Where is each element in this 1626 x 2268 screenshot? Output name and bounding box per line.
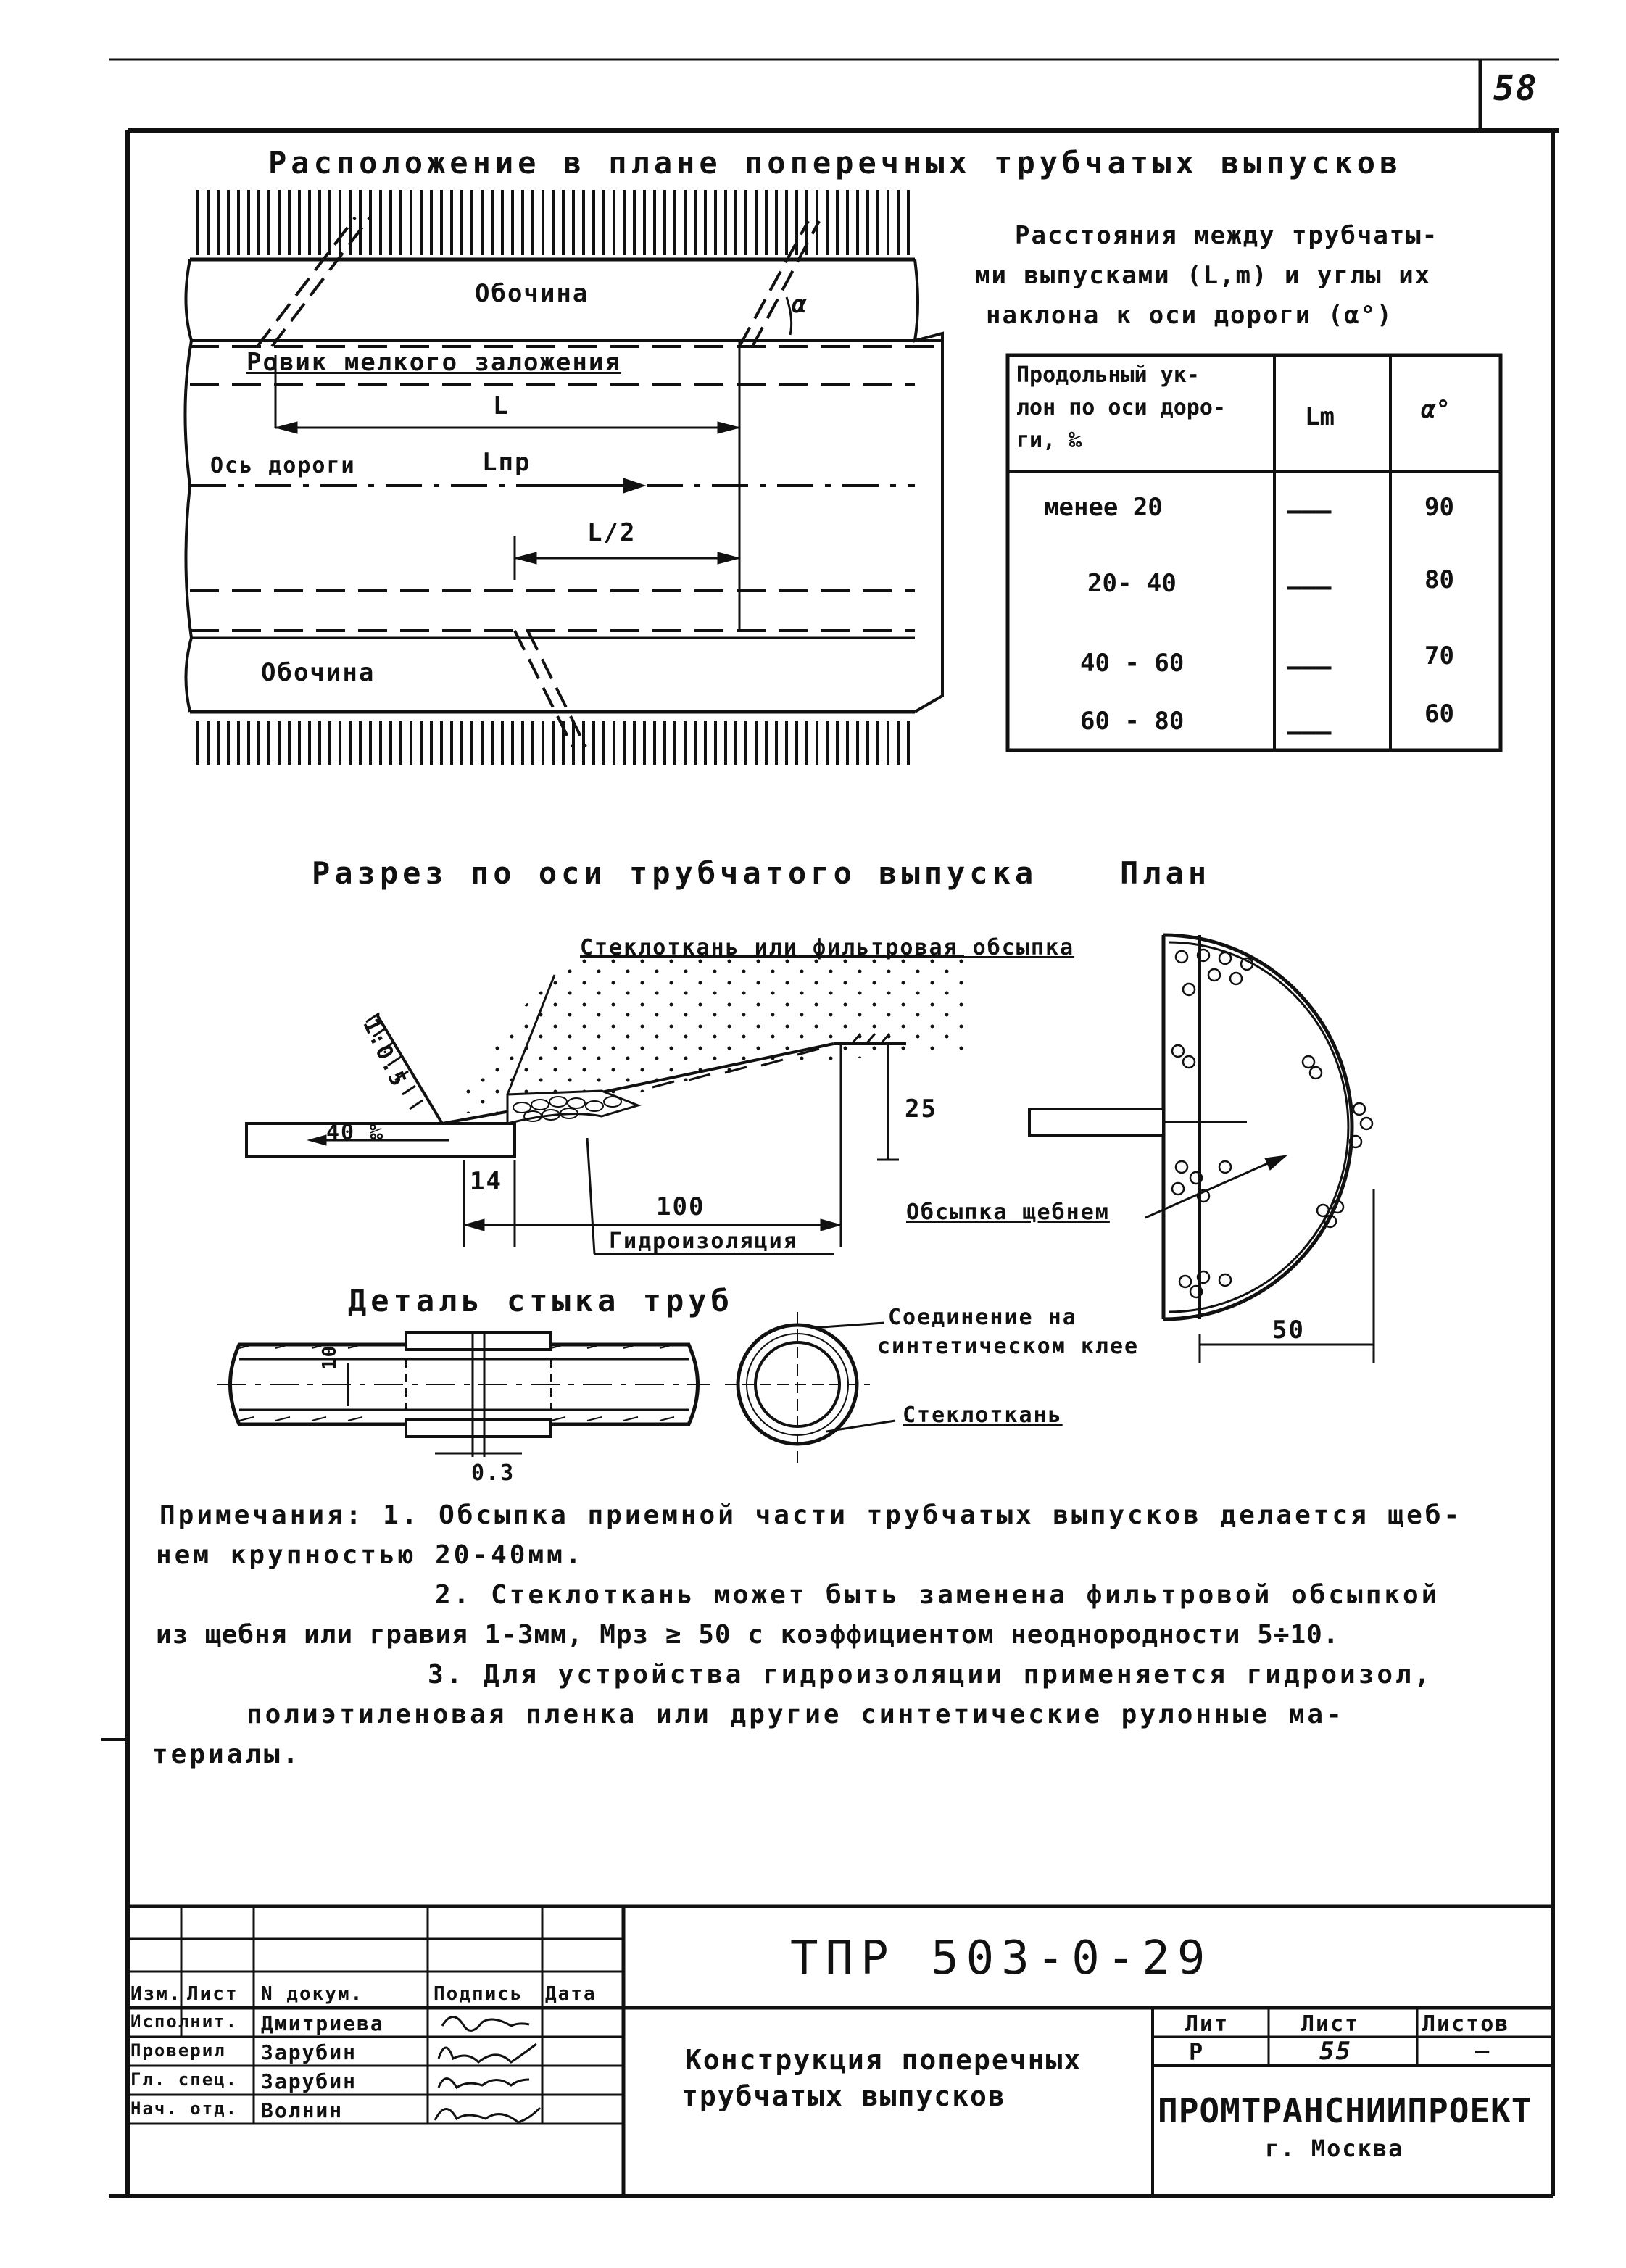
table-row-1-angle: 90	[1424, 493, 1454, 522]
table-col1-header-2: лон по оси доро-	[1016, 395, 1226, 420]
plan-half-label: L/2	[587, 518, 636, 547]
stamp-header-sheet: Лист	[187, 1983, 238, 2005]
table-col1-header-3: ги, ‰	[1016, 428, 1082, 453]
table-title-2: ми выпусками (L,m) и углы их	[975, 261, 1432, 290]
plan-Lpr-label: Lпр	[482, 448, 531, 477]
table-row-3-slope: 40 - 60	[1080, 649, 1185, 678]
section-100-label: 100	[656, 1192, 705, 1221]
plan-detail-50-label: 50	[1272, 1316, 1305, 1345]
slope-table-grid	[1005, 353, 1503, 752]
organization-name: ПРОМТРАНСНИИПРОЕКТ	[1158, 2091, 1532, 2130]
stamp-name-3: Зарубин	[261, 2069, 357, 2093]
plan-hatch-bottom	[190, 721, 915, 765]
note-line-3: 2. Стеклоткань может быть заменена фильт…	[435, 1580, 1440, 1610]
stamp-sheets-value: —	[1475, 2037, 1491, 2064]
section-25-label: 25	[905, 1094, 937, 1123]
joint-glue-label-2: синтетическом клее	[877, 1334, 1140, 1359]
stamp-sheet-value: 55	[1319, 2037, 1352, 2066]
stamp-header-date: Дата	[545, 1983, 597, 2005]
plan-view	[183, 190, 944, 765]
stamp-lit-value: Р	[1189, 2038, 1205, 2066]
table-col2-header: Lm	[1305, 402, 1335, 431]
plan-detail-view	[1028, 933, 1375, 1363]
note-line-5: 3. Для устройства гидроизоляции применяе…	[428, 1660, 1433, 1690]
stamp-role-2: Проверил	[130, 2040, 226, 2061]
plan-alpha-label: α	[792, 290, 808, 319]
stamp-header-signature: Подпись	[434, 1983, 523, 2005]
table-col1-header-1: Продольный ук-	[1016, 362, 1200, 388]
note-line-4: из щебня или гравия 1-3мм, Мрз ≥ 50 с ко…	[156, 1620, 1340, 1650]
table-row-3-L: ———	[1287, 652, 1332, 681]
section-14-label: 14	[470, 1167, 502, 1196]
note-line-6: полиэтиленовая пленка или другие синтети…	[246, 1700, 1345, 1729]
plan-shoulder-bottom-label: Обочина	[261, 658, 376, 687]
plan-title: Расположение в плане поперечных трубчаты…	[268, 145, 1403, 180]
note-line-2: нем крупностью 20-40мм.	[156, 1540, 584, 1570]
plan-detail-title: План	[1120, 855, 1211, 891]
joint-03-label: 0.3	[471, 1461, 515, 1486]
table-row-3-angle: 70	[1424, 641, 1454, 670]
section-grade-label: 40 ‰	[326, 1120, 385, 1145]
note-line-1: Примечания: 1. Обсыпка приемной части тр…	[159, 1500, 1463, 1530]
section-glass-label: Стеклоткань или фильтровая обсыпка	[580, 935, 1075, 960]
stamp-header-change: Изм.	[130, 1983, 182, 2005]
table-col3-header: α°	[1421, 395, 1451, 424]
gravel-circles	[1171, 948, 1374, 1299]
note-line-7: териалы.	[152, 1740, 302, 1769]
stamp-name-4: Волнин	[261, 2098, 344, 2122]
table-row-4-slope: 60 - 80	[1080, 707, 1185, 736]
stamp-role-4: Нач. отд.	[130, 2098, 238, 2119]
title-block-grid	[128, 1904, 1553, 2196]
joint-detail-view	[217, 1312, 896, 1464]
drawing-title-2: трубчатых выпусков	[681, 2080, 1006, 2112]
table-title-1: Расстояния между трубчаты-	[1015, 221, 1439, 250]
section-hydro-label: Гидроизоляция	[609, 1229, 798, 1254]
plan-shoulder-top-label: Обочина	[475, 279, 589, 308]
stamp-lit-header: Лит	[1185, 2011, 1229, 2037]
table-title-3: наклона к оси дороги (α°)	[986, 301, 1393, 330]
signatures	[434, 2016, 542, 2124]
section-view	[245, 955, 964, 1255]
drawing-code: ТПР 503-0-29	[790, 1932, 1213, 1985]
joint-glue-label-1: Соединение на	[888, 1305, 1077, 1330]
table-row-1-L: ———	[1287, 497, 1332, 526]
stamp-role-1: Исполнит.	[130, 2011, 238, 2032]
plan-axis-label: Ось дороги	[210, 453, 356, 478]
stamp-sheet-header: Лист	[1301, 2011, 1360, 2037]
stamp-header-doc: N докум.	[261, 1983, 364, 2005]
joint-title: Деталь стыка труб	[348, 1283, 734, 1318]
plan-ditch-label: Ровик мелкого заложения	[246, 348, 621, 377]
gravel-stones	[513, 1096, 622, 1122]
table-row-4-L: ———	[1287, 718, 1332, 747]
section-title: Разрез по оси трубчатого выпуска	[312, 855, 1038, 891]
organization-city: г. Москва	[1265, 2135, 1404, 2162]
sheet-number: 58	[1493, 68, 1538, 109]
stamp-sheets-header: Листов	[1422, 2011, 1510, 2037]
table-row-2-slope: 20- 40	[1087, 569, 1177, 598]
sheet-frame	[101, 58, 1559, 2198]
table-row-4-angle: 60	[1424, 699, 1454, 728]
stamp-role-3: Гл. спец.	[130, 2069, 238, 2090]
plan-detail-gravel-label: Обсыпка щебнем	[906, 1200, 1110, 1225]
table-row-2-angle: 80	[1424, 565, 1454, 594]
joint-fabric-label: Стеклоткань	[903, 1403, 1063, 1428]
table-row-1-slope: менее 20	[1044, 493, 1163, 522]
drawing-title-1: Конструкция поперечных	[685, 2044, 1082, 2076]
joint-diameter-label: 10	[319, 1344, 341, 1370]
stamp-name-2: Зарубин	[261, 2040, 357, 2064]
plan-L-label: L	[493, 391, 510, 420]
table-row-2-L: ———	[1287, 573, 1332, 602]
stamp-name-1: Дмитриева	[261, 2011, 384, 2035]
